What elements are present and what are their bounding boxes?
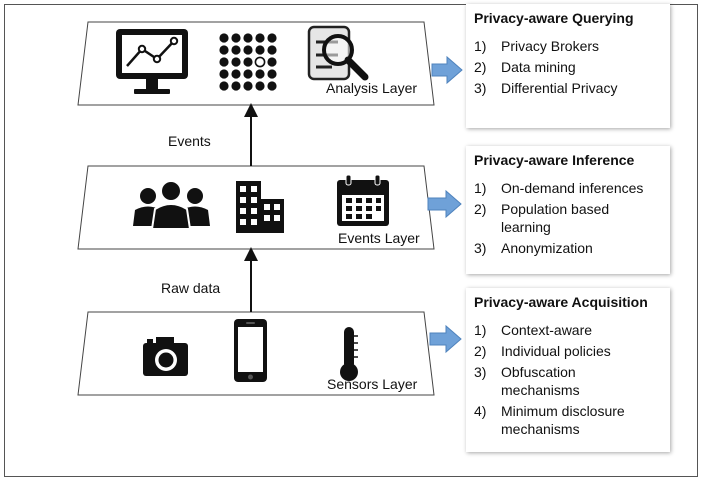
list-item: 3)Differential Privacy <box>474 80 618 96</box>
privacy-inference-title: Privacy-aware Inference <box>474 152 635 168</box>
figure-frame <box>4 4 698 477</box>
sensors-layer-label: Sensors Layer <box>327 376 418 392</box>
events-flow-label: Events <box>168 133 211 149</box>
list-item: 2)Population based learning <box>474 201 610 235</box>
privacy-querying-title: Privacy-aware Querying <box>474 10 634 26</box>
privacy-acquisition-title: Privacy-aware Acquisition <box>474 294 648 310</box>
privacy-querying-list: 1)Privacy Brokers 2)Data mining 3)Differ… <box>474 37 662 97</box>
document-magnifier-icon <box>307 25 369 81</box>
smartphone-icon <box>234 319 267 382</box>
raw-data-flow-label: Raw data <box>161 280 221 296</box>
list-item: 3)Anonymization <box>474 240 593 256</box>
people-group-icon <box>133 180 210 230</box>
list-item: 1)On-demand inferences <box>474 180 644 196</box>
list-item: 4)Minimum disclosure mechanisms <box>474 403 625 437</box>
list-item: 1)Context-aware <box>474 322 593 338</box>
list-item: 3)Obfuscation mechanisms <box>474 364 580 398</box>
privacy-inference-box: Privacy-aware Inference 1)On-demand infe… <box>466 146 670 274</box>
privacy-inference-list: 1)On-demand inferences 2)Population base… <box>474 179 662 257</box>
calendar-icon <box>337 174 389 226</box>
list-item: 2)Individual policies <box>474 343 611 359</box>
privacy-querying-box: Privacy-aware Querying 1)Privacy Brokers… <box>466 4 670 128</box>
list-item: 2)Data mining <box>474 59 576 75</box>
monitor-chart-icon <box>116 29 188 94</box>
analysis-to-querying-arrow <box>431 55 463 85</box>
dot-grid-icon <box>219 33 277 91</box>
events-to-inference-arrow <box>427 189 462 219</box>
camera-icon <box>143 337 188 376</box>
list-item: 1)Privacy Brokers <box>474 38 600 54</box>
sensors-to-acquisition-arrow <box>429 324 462 354</box>
privacy-acquisition-list: 1)Context-aware 2)Individual policies 3)… <box>474 321 662 438</box>
analysis-layer-label: Analysis Layer <box>326 80 418 96</box>
buildings-icon <box>236 181 284 233</box>
privacy-acquisition-box: Privacy-aware Acquisition 1)Context-awar… <box>466 288 670 452</box>
events-layer-label: Events Layer <box>338 230 420 246</box>
thermometer-icon <box>340 327 358 381</box>
